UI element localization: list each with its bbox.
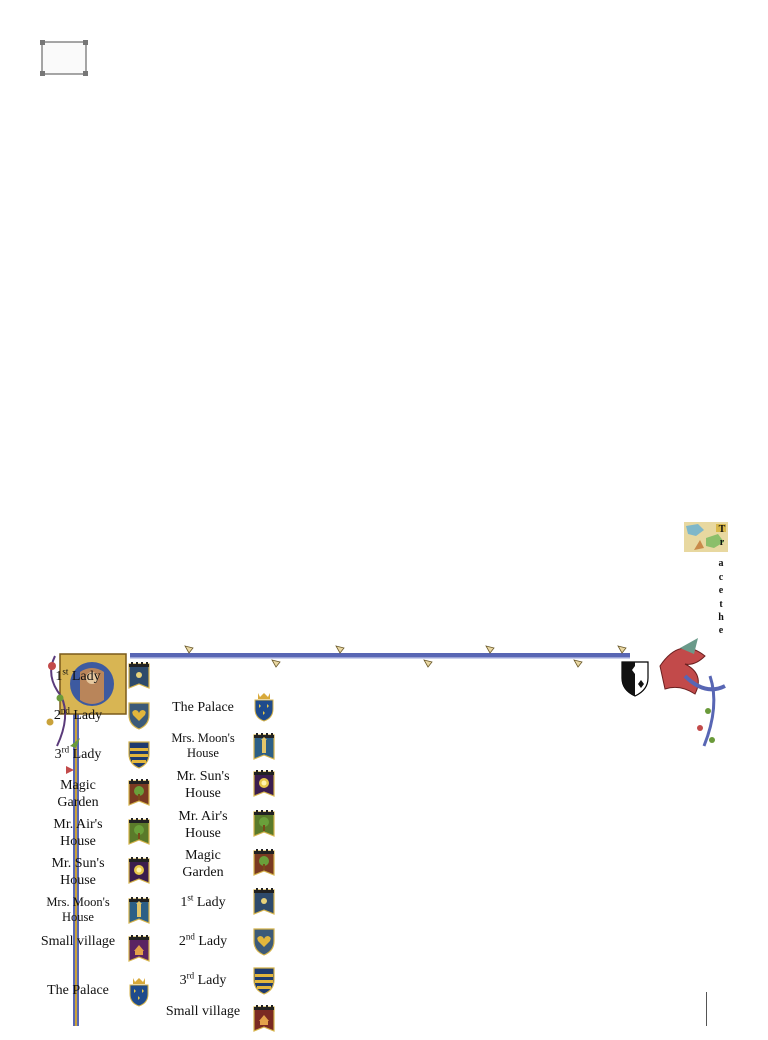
dot-shield-icon <box>127 660 151 692</box>
legend-label: The Palace <box>47 983 109 998</box>
ordinal-number: 3 <box>179 973 187 988</box>
stripes-shield-icon <box>127 738 151 770</box>
label-word: Lady <box>194 934 228 949</box>
tree-banner-icon <box>252 808 276 840</box>
ordinal-suffix: nd <box>60 705 70 716</box>
label-word: Lady <box>68 669 101 684</box>
legend-label: 2nd Lady <box>38 705 118 724</box>
side-text-char: r <box>719 537 725 548</box>
side-text-char: c <box>718 572 724 583</box>
sun-banner-icon <box>127 855 151 887</box>
legend-label: Small village <box>165 1004 241 1019</box>
sun-banner-icon <box>252 768 276 800</box>
side-text-char: a <box>718 558 724 569</box>
label-word: Lady <box>193 895 226 910</box>
heart-shield-icon <box>127 699 151 731</box>
legend-label: 2nd Lady <box>163 931 243 950</box>
picture-frame-icon <box>40 40 88 76</box>
map-thumbnail <box>684 522 728 552</box>
tower-banner-icon <box>252 731 276 763</box>
legend-label: Mr. Sun's House <box>176 769 230 801</box>
legend-label: 3rd Lady <box>163 970 243 989</box>
side-text-char: e <box>718 625 724 636</box>
tree-banner-icon <box>127 777 151 809</box>
legend-label: 1st Lady <box>163 892 243 911</box>
ordinal-number: 3 <box>54 747 62 762</box>
house-banner-icon <box>252 1003 276 1035</box>
label-word: Lady <box>194 973 227 988</box>
decorative-border <box>46 638 726 1026</box>
crown-shield-icon <box>127 976 151 1008</box>
ordinal-suffix: rd <box>61 744 70 755</box>
heart-shield-icon <box>252 925 276 957</box>
ordinal-number: 1 <box>180 895 188 910</box>
legend-label: Mr. Air's House <box>178 809 228 841</box>
tower-banner-icon <box>127 895 151 927</box>
legend-label: 1st Lady <box>38 666 118 685</box>
legend-label: 3rd Lady <box>38 744 118 763</box>
side-text-char: h <box>718 612 724 623</box>
legend-label: Mr. Sun's House <box>51 856 105 888</box>
side-text-char: T <box>718 524 726 535</box>
legend-label: The Palace <box>172 700 234 715</box>
legend-label: Magic Garden <box>182 848 224 880</box>
ordinal-number: 2 <box>178 934 186 949</box>
crown-shield-icon <box>252 691 276 723</box>
label-word: Lady <box>69 747 102 762</box>
tree-banner-icon <box>127 816 151 848</box>
legend-label: Small village <box>40 934 116 949</box>
house-banner-icon <box>127 933 151 965</box>
ordinal-suffix: nd <box>185 931 195 942</box>
side-text-char: t <box>719 599 723 610</box>
ordinal-suffix: st <box>187 892 194 903</box>
tree-banner-icon <box>252 847 276 879</box>
legend-label: Mr. Air's House <box>53 817 103 849</box>
stripes-shield-icon <box>252 964 276 996</box>
legend-label: Mrs. Moon's House <box>46 895 110 924</box>
legend-label: Mrs. Moon's House <box>171 731 235 760</box>
side-text-char: e <box>718 585 724 596</box>
legend-label: Magic Garden <box>57 778 99 810</box>
ordinal-suffix: st <box>62 666 69 677</box>
ordinal-number: 2 <box>53 708 61 723</box>
dot-shield-icon <box>252 886 276 918</box>
label-word: Lady <box>69 708 103 723</box>
ordinal-number: 1 <box>55 669 63 684</box>
ordinal-suffix: rd <box>186 970 195 981</box>
